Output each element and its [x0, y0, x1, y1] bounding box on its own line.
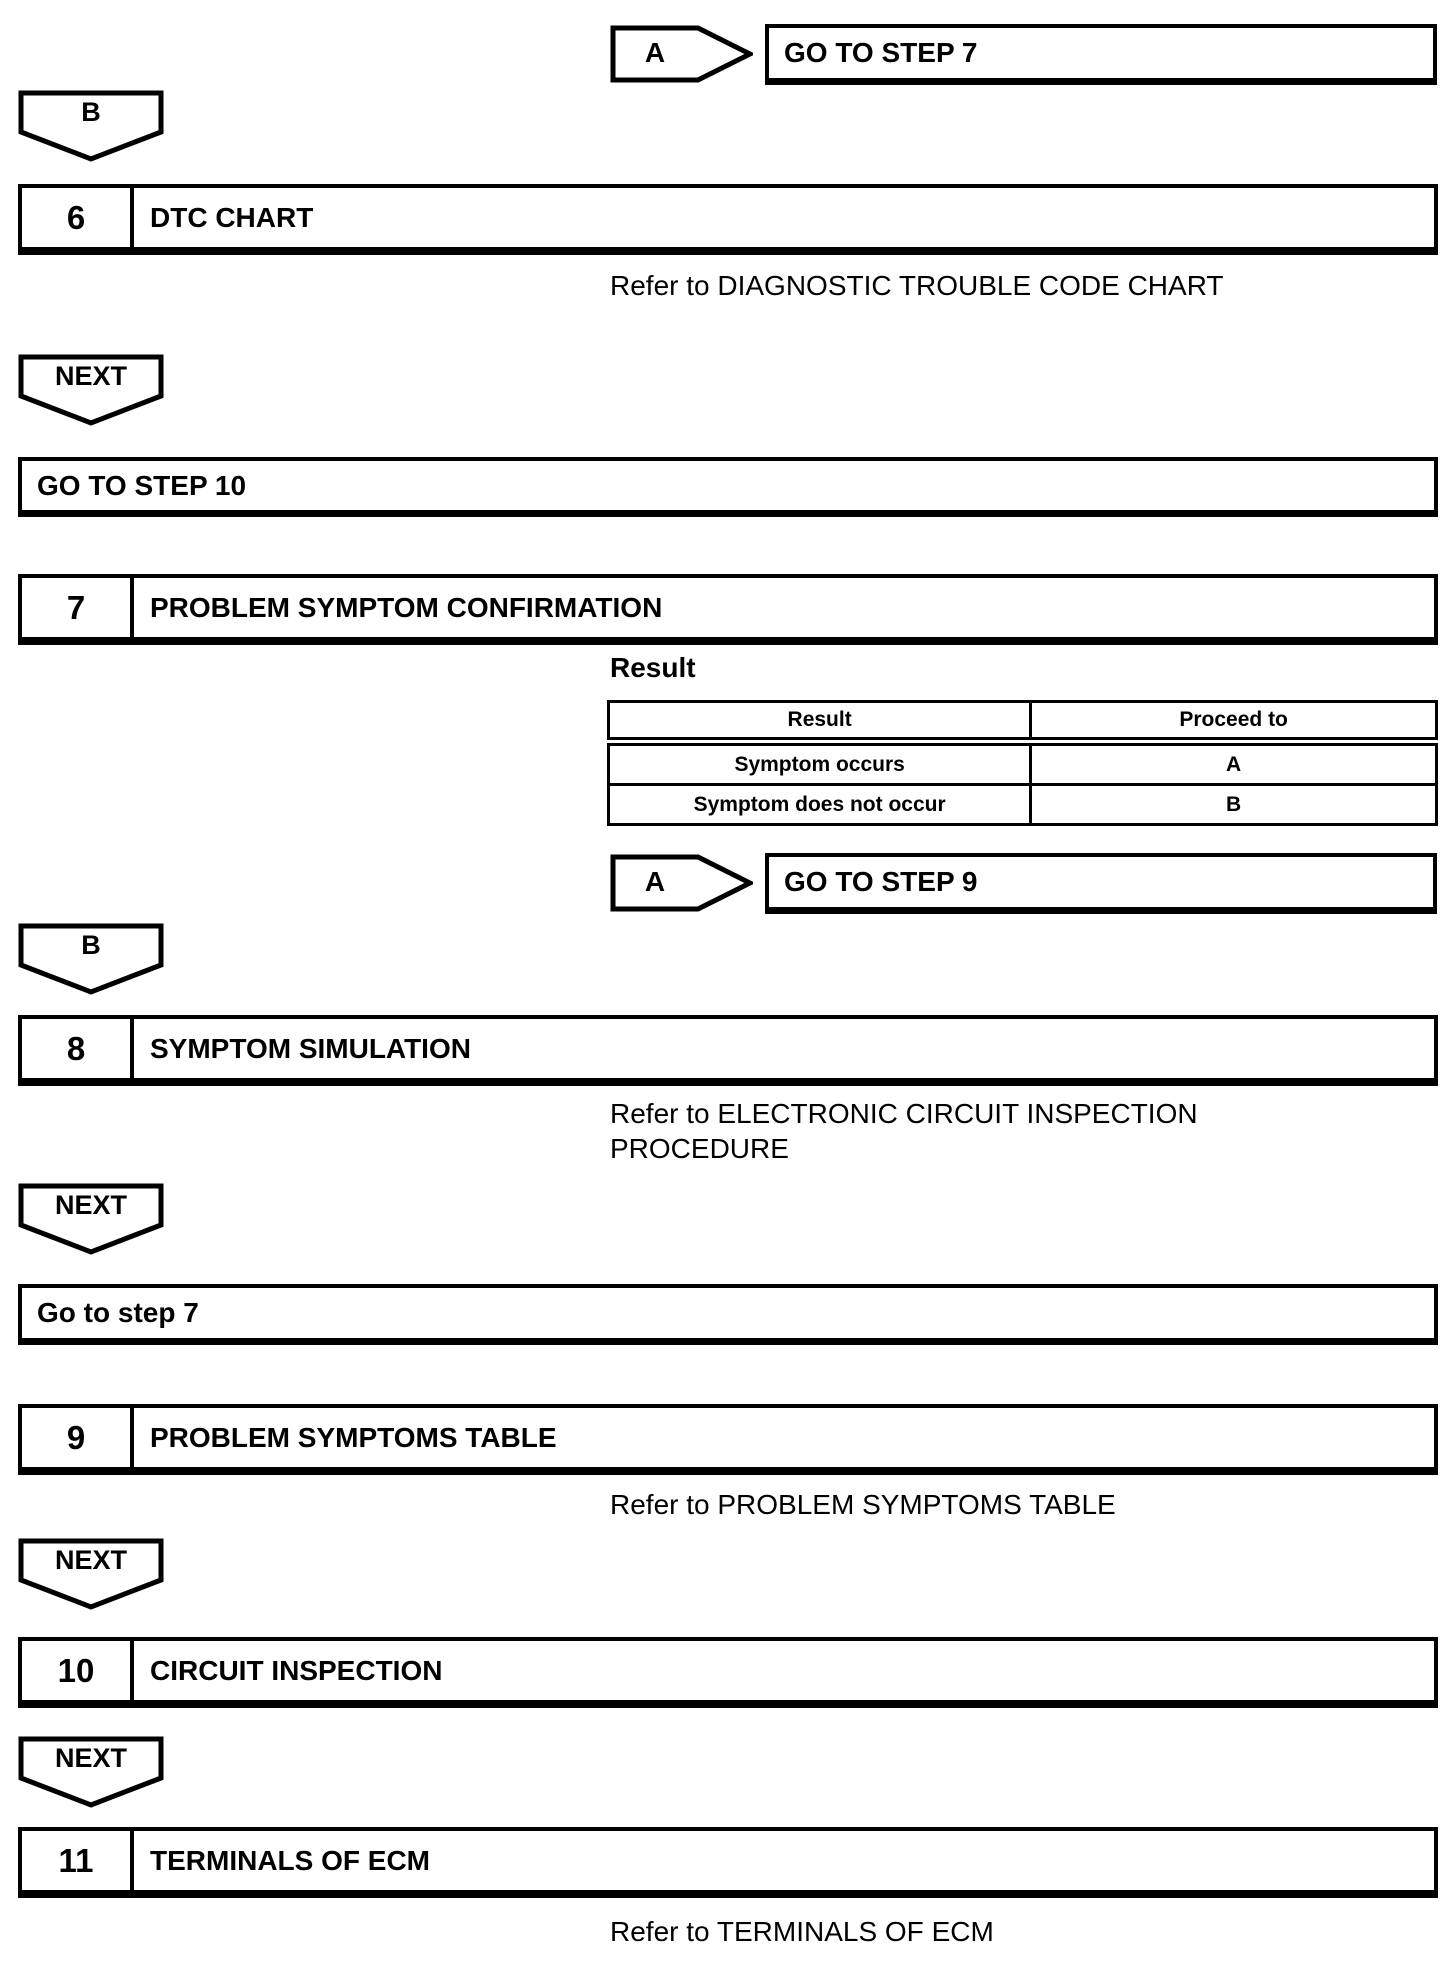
- result-cell: Symptom does not occur: [606, 783, 1033, 826]
- refer-note-step-8: Refer to ELECTRONIC CIRCUIT INSPECTION P…: [610, 1096, 1198, 1166]
- connector-next-after-6-label: NEXT: [54, 361, 127, 391]
- proceed-cell: B: [1029, 783, 1438, 826]
- goto-step-9-box: GO TO STEP 9: [765, 853, 1437, 914]
- connector-next-after-10-label: NEXT: [54, 1743, 127, 1773]
- step-6-bar: 6 DTC CHART: [18, 184, 1438, 255]
- pentagon-down-icon: [18, 90, 164, 162]
- step-8-bar: 8 SYMPTOM SIMULATION: [18, 1015, 1438, 1086]
- result-heading: Result: [610, 652, 696, 683]
- step-7-number: 7: [22, 578, 134, 637]
- connector-a-mid-label: A: [644, 866, 666, 897]
- connector-a-mid: A: [610, 854, 753, 912]
- connector-next-after-6: NEXT: [18, 354, 164, 426]
- connector-next-after-8-label: NEXT: [54, 1190, 127, 1220]
- connector-a-top: A: [610, 25, 753, 83]
- goto-step-10-box: GO TO STEP 10: [18, 457, 1438, 517]
- pentagon-down-icon: [18, 1183, 164, 1255]
- arrow-right-icon: [610, 854, 753, 912]
- pentagon-down-icon: [18, 923, 164, 995]
- proceed-to-col-header: Proceed to: [1029, 700, 1438, 746]
- step-7-title: PROBLEM SYMPTOM CONFIRMATION: [150, 591, 663, 623]
- refer-note-step-8-line-2: PROCEDURE: [610, 1133, 789, 1164]
- step-10-bar: 10 CIRCUIT INSPECTION: [18, 1637, 1438, 1708]
- result-table-row-1: Symptom occurs A: [606, 740, 1438, 786]
- pentagon-down-icon: [18, 354, 164, 426]
- connector-next-after-10: NEXT: [18, 1736, 164, 1808]
- connector-next-after-9-label: NEXT: [54, 1545, 127, 1575]
- step-11-number: 11: [22, 1831, 134, 1890]
- refer-note-step-8-line-1: Refer to ELECTRONIC CIRCUIT INSPECTION: [610, 1098, 1198, 1129]
- result-col-header: Result: [606, 700, 1033, 746]
- connector-a-top-label: A: [644, 37, 666, 68]
- pentagon-down-icon: [18, 1736, 164, 1808]
- connector-b-top: B: [18, 90, 164, 162]
- step-9-number: 9: [22, 1408, 134, 1467]
- connector-b-mid-label: B: [81, 930, 101, 960]
- arrow-right-icon: [610, 25, 753, 83]
- step-6-number: 6: [22, 188, 134, 247]
- result-table: Result Proceed to Symptom occurs A Sympt…: [606, 700, 1438, 826]
- result-cell: Symptom occurs: [606, 740, 1033, 786]
- goto-step-7-top-box: GO TO STEP 7: [765, 24, 1437, 85]
- connector-next-after-8: NEXT: [18, 1183, 164, 1255]
- result-table-header-row: Result Proceed to: [606, 700, 1438, 746]
- connector-next-after-9: NEXT: [18, 1538, 164, 1610]
- connector-b-top-label: B: [81, 97, 101, 127]
- step-9-bar: 9 PROBLEM SYMPTOMS TABLE: [18, 1404, 1438, 1475]
- goto-step-7-lower-label: Go to step 7: [37, 1297, 199, 1328]
- step-10-number: 10: [22, 1641, 134, 1700]
- connector-b-mid: B: [18, 923, 164, 995]
- step-11-title: TERMINALS OF ECM: [150, 1844, 430, 1876]
- proceed-cell: A: [1029, 740, 1438, 786]
- step-10-title: CIRCUIT INSPECTION: [150, 1654, 443, 1686]
- refer-note-step-11: Refer to TERMINALS OF ECM: [610, 1916, 994, 1947]
- goto-step-10-label: GO TO STEP 10: [37, 469, 247, 501]
- goto-step-9-label: GO TO STEP 9: [784, 866, 978, 897]
- step-9-title: PROBLEM SYMPTOMS TABLE: [150, 1421, 557, 1453]
- goto-step-7-top-label: GO TO STEP 7: [784, 37, 978, 68]
- step-7-bar: 7 PROBLEM SYMPTOM CONFIRMATION: [18, 574, 1438, 645]
- step-11-bar: 11 TERMINALS OF ECM: [18, 1827, 1438, 1898]
- refer-note-step-6: Refer to DIAGNOSTIC TROUBLE CODE CHART: [610, 270, 1224, 301]
- pentagon-down-icon: [18, 1538, 164, 1610]
- step-6-title: DTC CHART: [150, 201, 314, 233]
- step-8-number: 8: [22, 1019, 134, 1078]
- refer-note-step-9: Refer to PROBLEM SYMPTOMS TABLE: [610, 1489, 1116, 1520]
- result-table-row-2: Symptom does not occur B: [606, 783, 1438, 826]
- step-8-title: SYMPTOM SIMULATION: [150, 1032, 471, 1064]
- goto-step-7-lower-box: Go to step 7: [18, 1284, 1438, 1345]
